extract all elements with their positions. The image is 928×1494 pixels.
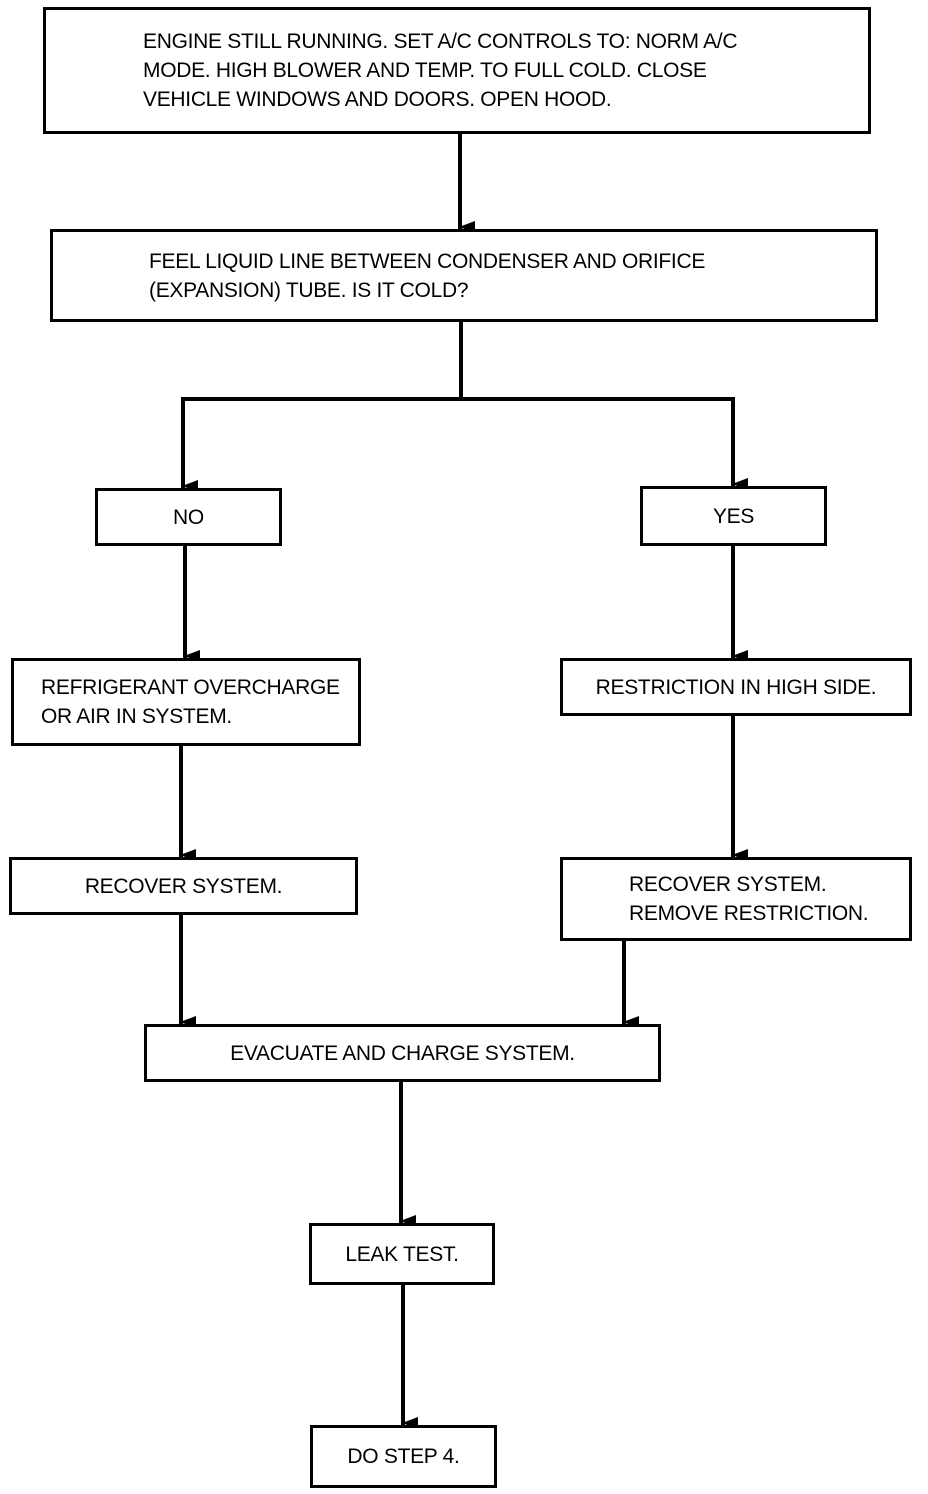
question-line: (EXPANSION) TUBE. IS IT COLD?: [149, 278, 469, 302]
final-step-box: DO STEP 4.: [310, 1425, 497, 1488]
start-instruction-line: VEHICLE WINDOWS AND DOORS. OPEN HOOD.: [143, 88, 612, 111]
overcharge-diagnosis-line: OR AIR IN SYSTEM.: [41, 705, 232, 728]
no-answer-box: NO: [95, 488, 282, 546]
yes-answer-label: YES: [712, 504, 755, 528]
evacuate-charge-label: EVACUATE AND CHARGE SYSTEM.: [230, 1041, 575, 1065]
leak-test-label: LEAK TEST.: [345, 1242, 459, 1266]
leak-test-box: LEAK TEST.: [309, 1223, 495, 1285]
restriction-diagnosis-box: RESTRICTION IN HIGH SIDE.: [560, 658, 912, 716]
recover-system-label: RECOVER SYSTEM.: [84, 874, 283, 898]
final-step-label: DO STEP 4.: [347, 1445, 460, 1468]
liquid-line-question-box: FEEL LIQUID LINE BETWEEN CONDENSER AND O…: [50, 229, 878, 322]
start-instruction-box: ENGINE STILL RUNNING. SET A/C CONTROLS T…: [43, 7, 871, 134]
restriction-diagnosis-label: RESTRICTION IN HIGH SIDE.: [595, 675, 877, 699]
start-instruction-line: MODE. HIGH BLOWER AND TEMP. TO FULL COLD…: [143, 59, 707, 82]
overcharge-diagnosis-box: REFRIGERANT OVERCHARGE OR AIR IN SYSTEM.: [11, 658, 361, 746]
overcharge-diagnosis-line: REFRIGERANT OVERCHARGE: [41, 676, 340, 699]
evacuate-charge-box: EVACUATE AND CHARGE SYSTEM.: [144, 1024, 661, 1082]
recover-remove-line: REMOVE RESTRICTION.: [629, 902, 869, 925]
yes-answer-box: YES: [640, 486, 827, 546]
recover-system-box: RECOVER SYSTEM.: [9, 857, 358, 915]
no-answer-label: NO: [173, 505, 204, 529]
start-instruction-line: ENGINE STILL RUNNING. SET A/C CONTROLS T…: [143, 30, 738, 53]
question-line: FEEL LIQUID LINE BETWEEN CONDENSER AND O…: [149, 249, 706, 273]
recover-remove-restriction-box: RECOVER SYSTEM. REMOVE RESTRICTION.: [560, 857, 912, 941]
recover-remove-line: RECOVER SYSTEM.: [629, 873, 827, 896]
